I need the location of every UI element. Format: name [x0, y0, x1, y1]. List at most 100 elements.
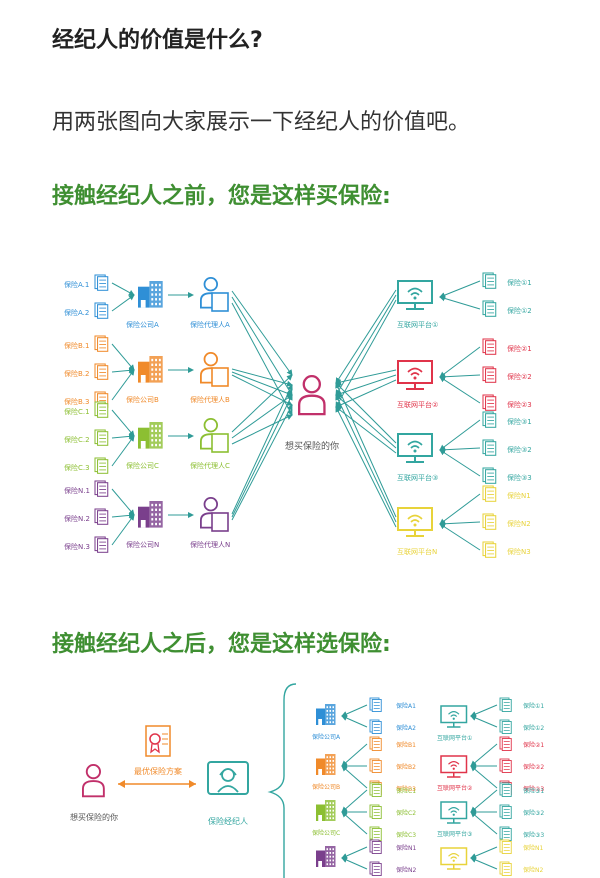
product-label: 保险②2: [523, 763, 544, 771]
document-icon: [482, 300, 497, 317]
article-intro: 用两张图向大家展示一下经纪人的价值吧。: [52, 110, 471, 135]
document-icon: [499, 861, 512, 876]
connector-arrow: [335, 382, 397, 444]
document-icon: [369, 839, 382, 854]
product-label: 保险N3: [507, 547, 531, 556]
connector-arrow: [111, 488, 135, 516]
connector-arrow: [439, 449, 481, 477]
product-label: 保险①2: [507, 306, 532, 315]
product-label: 保险N1: [523, 844, 543, 852]
document-icon: [499, 758, 512, 773]
connector-arrow: [439, 280, 481, 298]
product-label: 保险B.1: [64, 341, 89, 350]
product-label: 保险N1: [396, 844, 416, 852]
you-label: 想买保险的你: [70, 812, 118, 822]
platform-label: 互联网平台①: [437, 734, 472, 742]
company-label: 保险公司N: [126, 540, 159, 549]
connector-arrow: [341, 811, 368, 835]
agent-label: 保险代理人N: [190, 540, 230, 549]
agent-icon: [200, 277, 229, 312]
connector-arrow: [439, 523, 481, 551]
building-icon: [138, 422, 163, 449]
connector-arrow: [335, 289, 397, 384]
document-icon: [499, 697, 512, 712]
broker-label: 保险经纪人: [208, 816, 248, 826]
connector-arrow: [335, 369, 397, 385]
product-label: 保险N.3: [64, 542, 90, 551]
product-label: 保险A2: [396, 724, 416, 732]
product-label: 保险C1: [396, 787, 416, 795]
you-icon: [298, 375, 326, 416]
document-icon: [482, 513, 497, 530]
connector-arrow: [335, 406, 397, 528]
document-icon: [482, 541, 497, 558]
document-icon: [482, 467, 497, 484]
document-icon: [499, 804, 512, 819]
product-label: 保险N.1: [64, 486, 90, 495]
product-label: 保险B3: [396, 785, 416, 793]
product-label: 保险A.2: [64, 308, 89, 317]
document-icon: [94, 302, 109, 319]
product-label: 保险B.2: [64, 369, 89, 378]
connector-arrow: [231, 302, 293, 416]
monitor-icon: [397, 360, 433, 390]
platform-label: 互联网平台②: [397, 400, 438, 409]
product-label: 保险N2: [507, 519, 531, 528]
connector-arrow: [231, 394, 293, 518]
document-icon: [94, 480, 109, 497]
company-label: 保险公司C: [312, 829, 340, 837]
product-label: 保险A.1: [64, 280, 89, 289]
product-label: 保险B2: [396, 763, 416, 771]
building-icon: [316, 704, 336, 725]
document-icon: [369, 758, 382, 773]
connector-arrow: [470, 811, 498, 835]
document-icon: [499, 839, 512, 854]
connector-arrow: [470, 857, 498, 870]
diagram-after: 想买保险的你最优保险方案保险经纪人保险公司A保险A1保险A2保险公司B保险B1保…: [70, 683, 544, 878]
document-icon: [94, 401, 109, 418]
document-icon: [482, 485, 497, 502]
connector-arrow: [111, 514, 135, 546]
product-label: 保险N.2: [64, 514, 90, 523]
connector-arrow: [470, 743, 498, 767]
agent-label: 保险代理人A: [190, 320, 230, 329]
brace: [267, 683, 297, 878]
document-icon: [369, 697, 382, 712]
document-icon: [94, 363, 109, 380]
connector-arrow: [111, 409, 135, 437]
connector-arrow: [335, 406, 397, 454]
plan-label: 最优保险方案: [134, 766, 182, 776]
product-label: 保险C2: [396, 809, 416, 817]
platform-label: 互联网平台②: [437, 784, 473, 792]
document-icon: [369, 861, 382, 876]
product-label: 保险③1: [523, 787, 544, 795]
certificate-icon: [145, 725, 171, 757]
document-icon: [369, 736, 382, 751]
product-label: 保险③3: [523, 831, 544, 839]
connector-arrow: [335, 299, 397, 408]
document-icon: [482, 338, 497, 355]
document-icon: [499, 736, 512, 751]
document-icon: [499, 782, 512, 797]
connector-arrow: [439, 376, 481, 404]
monitor-icon: [440, 801, 468, 824]
document-icon: [482, 394, 497, 411]
agent-icon: [200, 352, 229, 387]
connector-arrow: [231, 384, 293, 515]
broker-icon: [207, 761, 249, 795]
platform-label: 互联网平台③: [437, 830, 472, 838]
section-after-heading: 接触经纪人之后，您是这样选保险:: [52, 632, 391, 657]
document-icon: [94, 508, 109, 525]
connector-arrow: [111, 294, 135, 312]
document-icon: [499, 826, 512, 841]
product-label: 保险②3: [507, 400, 532, 409]
document-icon: [499, 719, 512, 734]
connector-arrow: [439, 346, 481, 378]
connector-arrow: [335, 379, 397, 408]
company-label: 保险公司B: [126, 395, 159, 404]
monitor-icon: [440, 705, 468, 728]
company-label: 保险公司A: [312, 733, 341, 741]
connector-arrow: [439, 493, 481, 525]
monitor-icon: [440, 847, 468, 870]
document-icon: [369, 804, 382, 819]
